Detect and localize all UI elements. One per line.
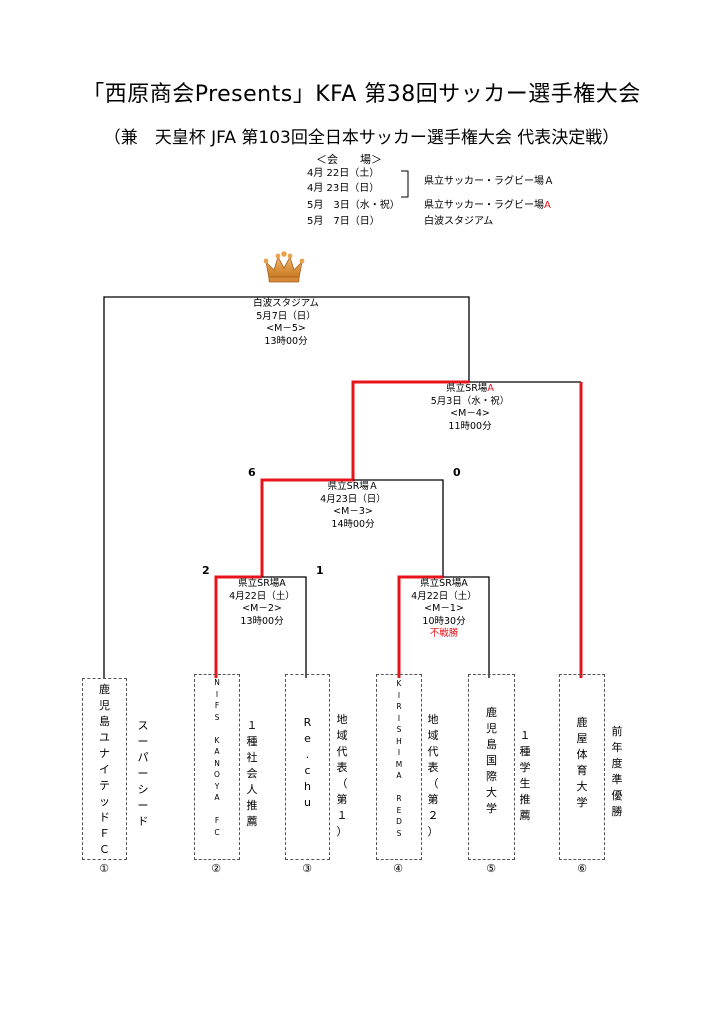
schedule-venue-1: 県立サッカー・ラグビー場Ａ: [424, 176, 554, 187]
team-seed-1: ①: [99, 862, 109, 875]
schedule-header: ＜会 場＞: [316, 153, 382, 166]
m1-left-arm: [397, 575, 443, 678]
m3-venue: 県立SR場Ａ: [327, 481, 379, 492]
team-seed-6: ⑥: [577, 862, 587, 875]
team-name-6: 鹿 屋 体 育 大 学: [576, 716, 588, 809]
m2-venue: 県立SR場A: [238, 578, 286, 589]
schedule-date-1: 4月 22日（土）: [307, 168, 380, 179]
schedule-date-2: 4月 23日（日）: [307, 183, 380, 194]
m5-venue: 白波スタジアム: [253, 298, 319, 309]
team-name-3: R e . c h u: [303, 716, 312, 809]
team-seed-2: ②: [211, 862, 221, 875]
m1-walkover-note: 不戦勝: [429, 628, 459, 639]
team-box-2: N I F S K A N O Y A F C: [194, 674, 240, 860]
match-m4-label: 県立SR場A 5月3日（水・祝） <M－4> 11時00分: [418, 383, 522, 433]
m2-score-left: 2: [202, 564, 210, 577]
m4-date: 5月3日（水・祝）: [430, 395, 510, 407]
match-m1-label: 県立SR場A 4月22日（土） <M－1> 10時30分 不戦勝: [394, 578, 494, 641]
m4-venue: 県立SR場A: [446, 383, 494, 394]
schedule-venue-3: 白波スタジアム: [424, 216, 494, 227]
m3-score-right: 0: [453, 466, 461, 479]
m3-code: <M－3>: [333, 506, 373, 517]
m1-time: 10時30分: [422, 615, 466, 627]
m1-code: <M－1>: [424, 603, 464, 614]
team-note-1: ス ー パ ー シ ー ド: [137, 719, 149, 828]
m5-bracket: [103, 296, 470, 678]
team-seed-5: ⑤: [486, 862, 496, 875]
team-box-4: K I R I S H I M A R E D S: [376, 674, 422, 860]
team-note-4: 地 域 代 表 （ 第 ２ ）: [427, 713, 439, 838]
m4-code: <M－4>: [450, 408, 490, 419]
page-subtitle: （兼 天皇杯 JFA 第103回全日本サッカー選手権大会 代表決定戦）: [103, 128, 620, 148]
match-m2-label: 県立SR場A 4月22日（土） <M－2> 13時00分: [212, 578, 312, 628]
m3-time: 14時00分: [331, 518, 375, 530]
m1-right-arm: [443, 576, 490, 678]
match-m5-label: 白波スタジアム 5月7日（日） <M－5> 13時00分: [236, 298, 336, 348]
m3-score-left: 6: [248, 466, 256, 479]
m4-time: 11時00分: [448, 420, 492, 432]
m3-left-arm: [260, 470, 355, 577]
match-m3-label: 県立SR場Ａ 4月23日（日） <M－3> 14時00分: [303, 481, 403, 531]
team-note-2: １ 種 社 会 人 推 薦: [246, 719, 258, 828]
m2-score-right: 1: [316, 564, 324, 577]
m5-time: 13時00分: [264, 335, 308, 347]
m2-code: <M－2>: [242, 603, 282, 614]
team-note-5: １ 種 学 生 推 薦: [519, 729, 531, 822]
schedule-bracket: [401, 170, 409, 198]
schedule-date-3: 5月 3日（水・祝）: [307, 200, 400, 211]
schedule-date-4: 5月 7日（日）: [307, 216, 380, 227]
m5-code: <M－5>: [266, 323, 306, 334]
page-title: 「西原商会Presents」KFA 第38回サッカー選手権大会: [82, 82, 641, 107]
team-name-4: K I R I S H I M A R E D S: [395, 679, 403, 838]
team-note-6: 前 年 度 準 優 勝: [611, 725, 623, 818]
team-name-2: N I F S K A N O Y A F C: [214, 678, 220, 837]
team-box-6: 鹿 屋 体 育 大 学: [559, 674, 605, 860]
m3-date: 4月23日（日）: [320, 493, 386, 505]
team-seed-3: ③: [302, 862, 312, 875]
m1-date: 4月22日（土）: [411, 590, 477, 602]
team-seed-4: ④: [393, 862, 403, 875]
team-box-1: 鹿 児 島 ユ ナ イ テ ッ ド Ｆ Ｃ: [82, 678, 127, 860]
m2-left-arm: [214, 575, 262, 678]
m2-time: 13時00分: [240, 615, 284, 627]
team-box-5: 鹿 児 島 国 際 大 学: [468, 674, 515, 860]
m5-date: 5月7日（日）: [256, 310, 316, 322]
team-box-3: R e . c h u: [285, 674, 330, 860]
schedule-venue-2: 県立サッカー・ラグビー場A: [424, 200, 551, 211]
m2-date: 4月22日（土）: [229, 590, 295, 602]
m3-right-arm: [353, 479, 444, 577]
m4-left-arm: [351, 380, 469, 470]
m1-venue: 県立SR場A: [420, 578, 468, 589]
m2-right-arm: [262, 576, 307, 678]
team-name-1: 鹿 児 島 ユ ナ イ テ ッ ド Ｆ Ｃ: [99, 683, 110, 856]
crown-icon: [263, 251, 305, 283]
team-name-5: 鹿 児 島 国 際 大 学: [486, 706, 497, 815]
team-note-3: 地 域 代 表 （ 第 １ ）: [336, 713, 348, 838]
